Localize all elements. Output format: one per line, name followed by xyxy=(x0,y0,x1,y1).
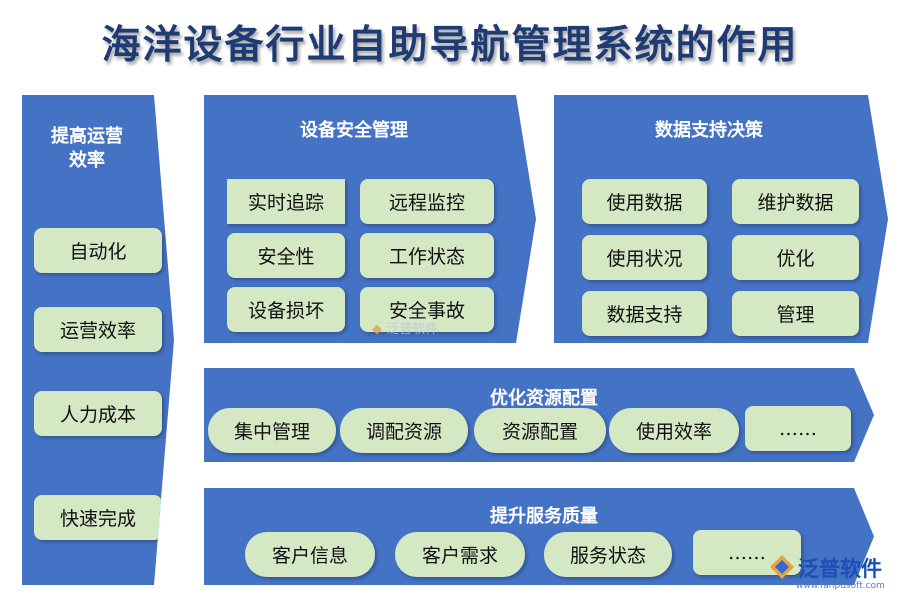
data-item-usage-data: 使用数据 xyxy=(582,179,707,224)
safety-item-safety-accident: 安全事故 xyxy=(360,287,494,332)
left-item-fast-completion: 快速完成 xyxy=(34,495,162,540)
resource-item-more: …… xyxy=(745,406,851,451)
panel-resource-allocation-title: 优化资源配置 xyxy=(490,388,598,409)
service-item-customer-info: 客户信息 xyxy=(245,532,375,577)
resource-item-centralized-management: 集中管理 xyxy=(208,408,336,453)
service-item-customer-demand: 客户需求 xyxy=(395,532,525,577)
data-item-data-support: 数据支持 xyxy=(582,291,707,336)
resource-item-resource-configuration: 资源配置 xyxy=(474,408,606,453)
safety-item-security: 安全性 xyxy=(227,233,345,278)
panel-service-quality-title: 提升服务质量 xyxy=(490,506,598,527)
safety-item-work-status: 工作状态 xyxy=(360,233,494,278)
resource-item-usage-efficiency: 使用效率 xyxy=(609,408,739,453)
panel-equipment-safety-title: 设备安全管理 xyxy=(300,120,408,141)
service-item-more: …… xyxy=(693,530,801,575)
watermark-icon: ◆ xyxy=(372,322,382,337)
data-item-optimization: 优化 xyxy=(732,235,859,280)
panel-data-support-title: 数据支持决策 xyxy=(655,120,763,141)
left-item-labor-cost: 人力成本 xyxy=(34,391,162,436)
fanpu-logo: 泛普软件 www.fanpusoft.com xyxy=(768,553,898,597)
fanpu-logo-text: 泛普软件 xyxy=(798,557,882,581)
data-item-usage-condition: 使用状况 xyxy=(582,235,707,280)
data-item-maintenance-data: 维护数据 xyxy=(732,179,859,224)
fanpu-logo-url: www.fanpusoft.com xyxy=(796,581,885,591)
panel-equipment-safety: 设备安全管理 实时追踪 远程监控 安全性 工作状态 设备损坏 安全事故 xyxy=(204,95,536,343)
panel-resource-allocation: 优化资源配置 集中管理 调配资源 资源配置 使用效率 …… xyxy=(204,368,874,462)
watermark-label: 泛普软件 xyxy=(386,322,439,337)
safety-item-remote-monitoring: 远程监控 xyxy=(360,179,494,224)
watermark-text: ◆ 泛普软件 xyxy=(372,318,438,337)
safety-item-equipment-damage: 设备损坏 xyxy=(227,287,345,332)
resource-item-allocate-resources: 调配资源 xyxy=(340,408,468,453)
data-item-management: 管理 xyxy=(732,291,859,336)
safety-item-realtime-tracking: 实时追踪 xyxy=(227,179,345,224)
service-item-service-status: 服务状态 xyxy=(544,532,672,577)
left-panel-title: 提高运营 效率 xyxy=(51,126,123,171)
panel-data-support: 数据支持决策 使用数据 维护数据 使用状况 优化 数据支持 管理 xyxy=(554,95,888,343)
panel-service-quality: 提升服务质量 客户信息 客户需求 服务状态 …… xyxy=(204,488,874,585)
left-item-automation: 自动化 xyxy=(34,228,162,273)
left-item-operating-efficiency: 运营效率 xyxy=(34,307,162,352)
fanpu-logo-icon xyxy=(770,555,794,579)
left-panel-efficiency: 提高运营 效率 自动化 运营效率 人力成本 快速完成 xyxy=(22,95,174,585)
page-title: 海洋设备行业自助导航管理系统的作用 xyxy=(101,23,799,68)
